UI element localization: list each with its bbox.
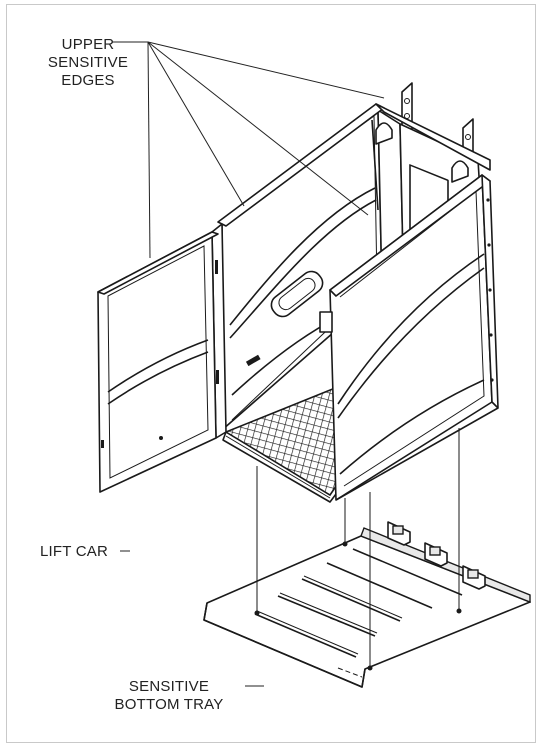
- bottom-tray: [203, 527, 531, 688]
- tray-brackets: [387, 521, 486, 590]
- upper-edges-line-2: SENSITIVE: [47, 54, 129, 71]
- upper-edges-line-3: EDGES: [61, 72, 115, 89]
- sensitive-bottom-tray-label: SENSITIVE BOTTOM TRAY: [94, 678, 244, 714]
- lift-car: [97, 82, 499, 503]
- drop-lines: [254, 428, 462, 671]
- lift-car-label: LIFT CAR: [40, 543, 109, 560]
- tray-line-1: SENSITIVE: [128, 678, 210, 695]
- upper-sensitive-edges-label: UPPER SENSITIVE EDGES: [38, 36, 138, 90]
- upper-edges-line-1: UPPER: [61, 36, 115, 53]
- side-rivets: [486, 198, 494, 382]
- upper-edges-leaders: [112, 41, 385, 259]
- tray-line-2: BOTTOM TRAY: [114, 696, 224, 713]
- car-handle: [270, 270, 324, 318]
- tray-rods: [254, 548, 463, 658]
